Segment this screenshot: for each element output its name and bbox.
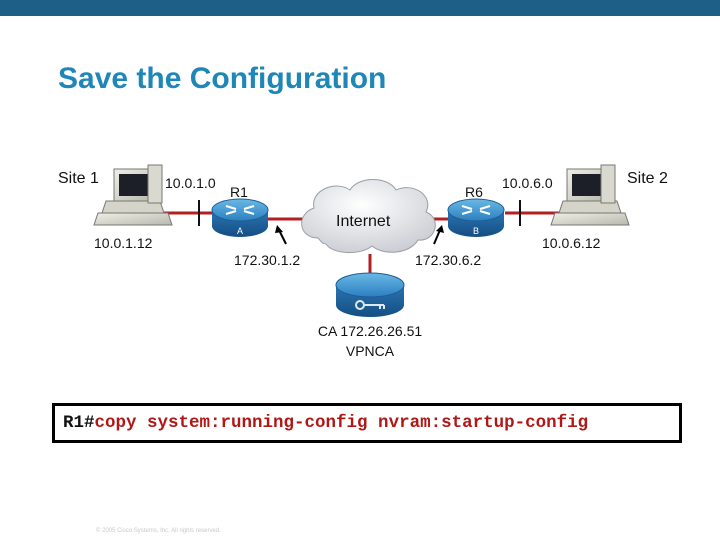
arrow-r1-wan (275, 225, 287, 245)
top-banner (0, 0, 720, 16)
site2-host-ip: 10.0.6.12 (542, 235, 601, 251)
ca-router-icon (335, 272, 405, 317)
site1-network-label: 10.0.1.0 (165, 175, 216, 191)
site2-label: Site 2 (627, 170, 668, 187)
page-title: Save the Configuration (58, 62, 387, 95)
internet-label: Internet (336, 213, 391, 230)
router-r1-badge: A (237, 226, 243, 236)
key-icon (355, 300, 385, 310)
ca-name-label: VPNCA (346, 343, 395, 359)
router-r1-label: R1 (230, 184, 248, 200)
internet-cloud-icon (301, 179, 436, 253)
command-text: copy system:running-config nvram:startup… (94, 413, 589, 433)
site2-pc-icon (550, 164, 630, 226)
copyright-footer: © 2005 Cisco Systems, Inc. All rights re… (96, 528, 221, 534)
router-r6-icon: B (447, 198, 505, 237)
site1-host-ip: 10.0.1.12 (94, 235, 153, 251)
site1-pc-icon (93, 164, 173, 226)
ca-address-label: CA 172.26.26.51 (318, 323, 423, 339)
router-r1-icon: A (211, 198, 269, 237)
arrow-r6-wan (433, 225, 444, 245)
site2-network-label: 10.0.6.0 (502, 175, 553, 191)
command-prompt: R1# (63, 413, 95, 433)
command-box: R1# copy system:running-config nvram:sta… (52, 403, 682, 443)
router-r6-label: R6 (465, 184, 483, 200)
r6-wan-ip: 172.30.6.2 (415, 252, 481, 268)
network-diagram: A B Site 1 10.0.1.0 R1 10.0. (58, 164, 668, 359)
r1-wan-ip: 172.30.1.2 (234, 252, 300, 268)
site1-label: Site 1 (58, 170, 99, 187)
router-r6-badge: B (473, 226, 479, 236)
